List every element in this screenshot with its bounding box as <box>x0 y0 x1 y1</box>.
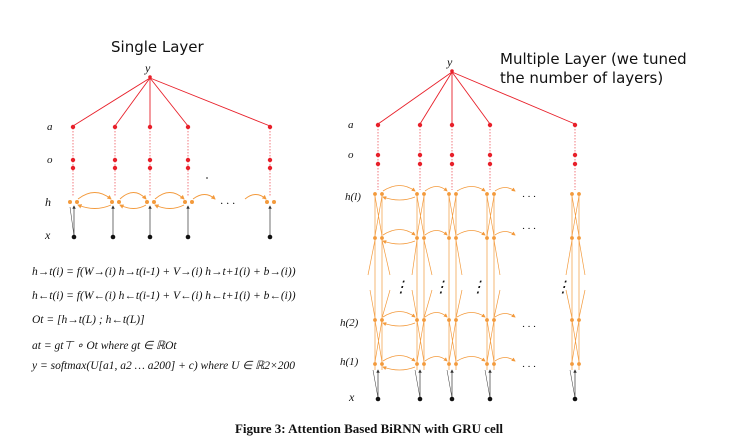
right-vdots-2: ⋮ <box>433 279 449 296</box>
right-label-h1: h(1) <box>340 356 359 368</box>
right-column-3 <box>449 122 455 190</box>
right-column-1 <box>375 122 381 190</box>
left-label-h: h <box>45 195 51 209</box>
right-vdots-3: ⋮ <box>470 279 486 296</box>
right-ellipsis-3: · · · <box>522 321 536 333</box>
left-recurrent-arcs <box>77 192 267 209</box>
right-vdots-4: ⋮ <box>555 279 571 296</box>
multiple-layer-title-line1: Multiple Layer (we tuned <box>500 50 687 68</box>
right-ellipses: · · · · · · · · · · · · ⋮ ⋮ ⋮ ⋮ <box>393 191 571 373</box>
equation-forward-hidden: h→t(i) = f(W→(i) h→t(i-1) + V→(i) h→t+1(… <box>32 266 296 278</box>
left-label-o: o <box>47 154 53 166</box>
right-fan-lines <box>377 71 576 125</box>
right-label-x: x <box>348 390 355 404</box>
right-hidden-nodes <box>373 192 581 366</box>
right-ellipsis-1: · · · <box>522 191 536 203</box>
equation-backward-hidden: h←t(i) = f(W←(i) h←t(i-1) + V←(i) h←t+1(… <box>32 290 296 302</box>
right-recurrent-arcs <box>382 185 516 371</box>
multiple-layer-title-line2: the number of layers) <box>500 69 664 87</box>
right-ellipsis-2: · · · <box>522 223 536 235</box>
right-column-5 <box>572 122 578 190</box>
left-label-a: a <box>47 121 53 133</box>
right-inputs <box>372 369 578 402</box>
left-column-2 <box>110 124 121 240</box>
figure-caption: Figure 3: Attention Based BiRNN with GRU… <box>234 421 504 436</box>
right-column-2 <box>417 122 423 190</box>
equation-output-concat: Ot = [h→t(L) ; h←t(L)] <box>32 314 145 326</box>
right-column-4 <box>487 122 493 190</box>
equation-attention: at = gt⊤ ∘ Ot where gt ∈ ℝOt <box>32 340 177 352</box>
right-label-a: a <box>348 119 354 131</box>
left-column-4 <box>183 124 194 240</box>
right-label-o: o <box>348 149 354 161</box>
right-label-y: y <box>446 55 453 69</box>
left-column-1 <box>68 124 79 240</box>
right-vdots-1: ⋮ <box>393 279 409 296</box>
equation-softmax: y = softmax(U[a1, a2 … a200] + c) where … <box>32 360 296 372</box>
left-ellipsis: · · · <box>220 196 235 210</box>
right-ellipsis-4: · · · <box>522 361 536 373</box>
left-y-node <box>148 75 152 79</box>
left-columns <box>68 124 276 240</box>
right-columns <box>375 122 578 190</box>
right-label-h2: h(2) <box>340 317 359 329</box>
left-fan-lines <box>72 77 271 127</box>
right-hidden-grid <box>367 192 586 370</box>
right-label-hl: h(l) <box>345 191 361 203</box>
left-column-5 <box>265 124 276 240</box>
multiple-layer-diagram: · · · · · · · · · · · · ⋮ ⋮ ⋮ ⋮ <box>340 55 586 404</box>
left-label-x: x <box>44 228 51 242</box>
single-layer-diagram: · · · a o h x y <box>44 61 276 242</box>
left-column-3 <box>145 124 156 240</box>
left-label-y: y <box>144 61 151 75</box>
single-layer-title: Single Layer <box>111 38 204 56</box>
